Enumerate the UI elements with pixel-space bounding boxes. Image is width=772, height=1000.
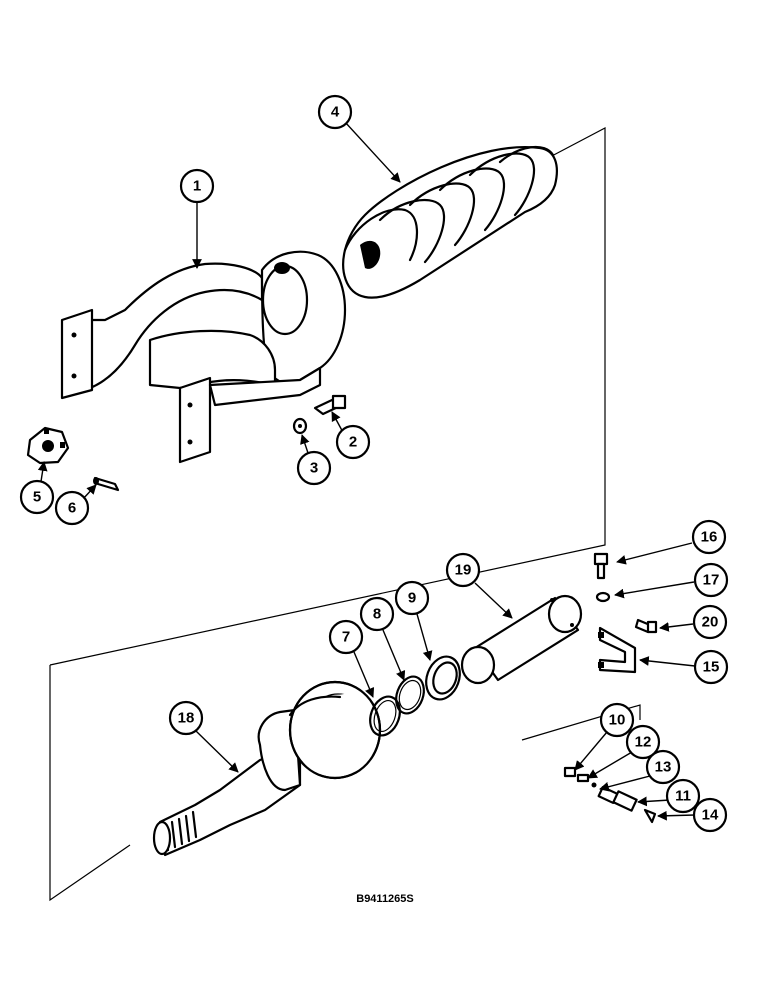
callout-5-label: 5 xyxy=(33,489,41,506)
callout-19: 19 xyxy=(445,552,481,588)
callout-2: 2 xyxy=(335,424,371,460)
callout-10-label: 10 xyxy=(609,712,626,729)
callout-18-label: 18 xyxy=(178,710,195,727)
callout-14-label: 14 xyxy=(702,807,719,824)
callout-2-label: 2 xyxy=(349,434,357,451)
callout-9: 9 xyxy=(394,580,430,616)
shaft-part xyxy=(152,680,382,857)
callout-15-label: 15 xyxy=(703,659,720,676)
callout-9-label: 9 xyxy=(408,590,416,607)
callout-8: 8 xyxy=(359,596,395,632)
callout-17: 17 xyxy=(693,562,729,598)
callout-12: 12 xyxy=(625,724,661,760)
callout-6-label: 6 xyxy=(68,500,76,517)
callout-19-label: 19 xyxy=(455,562,472,579)
leader-lines xyxy=(37,121,696,821)
seal-ring-8 xyxy=(395,675,425,715)
cotter-pin-part xyxy=(93,476,120,492)
upper-assembly-boundary xyxy=(49,127,606,666)
seal-ring-9 xyxy=(425,655,461,701)
callout-11-label: 11 xyxy=(675,788,691,805)
drawing-code: B9411265S xyxy=(356,893,414,905)
washer-part xyxy=(292,417,308,435)
callout-14: 14 xyxy=(692,797,728,833)
seal-ring-7 xyxy=(369,695,401,737)
callout-3-label: 3 xyxy=(310,460,318,477)
lower-assembly-boundary xyxy=(49,665,131,902)
callout-4: 4 xyxy=(317,94,353,130)
callout-12-label: 12 xyxy=(635,734,652,751)
callout-20-label: 20 xyxy=(702,614,719,631)
bolt-part xyxy=(313,394,347,416)
callout-16-label: 16 xyxy=(701,529,718,546)
callout-1: 1 xyxy=(179,168,215,204)
callout-8-label: 8 xyxy=(373,606,381,623)
callout-7: 7 xyxy=(328,619,364,655)
spring-part xyxy=(342,145,558,299)
castle-nut-part xyxy=(26,426,70,465)
bracket-part xyxy=(598,626,637,674)
bolt-16-part xyxy=(593,552,609,580)
callout-17-label: 17 xyxy=(703,572,720,589)
callout-5: 5 xyxy=(19,479,55,515)
screw-20-part xyxy=(634,618,658,634)
callout-13-label: 13 xyxy=(655,759,672,776)
pin-part xyxy=(460,594,583,685)
callout-15: 15 xyxy=(693,649,729,685)
callout-18: 18 xyxy=(168,700,204,736)
callout-10: 10 xyxy=(599,702,635,738)
callout-20: 20 xyxy=(692,604,728,640)
callout-7-label: 7 xyxy=(342,629,350,646)
callout-6: 6 xyxy=(54,490,90,526)
lockwasher-17-part xyxy=(595,591,611,603)
callout-3: 3 xyxy=(296,450,332,486)
callout-4-label: 4 xyxy=(331,104,340,121)
callout-11: 11 xyxy=(665,778,701,814)
yoke-part xyxy=(60,250,347,464)
callout-13: 13 xyxy=(645,749,681,785)
fitting-group xyxy=(521,704,657,824)
callout-1-label: 1 xyxy=(193,178,201,195)
callout-16: 16 xyxy=(691,519,727,555)
